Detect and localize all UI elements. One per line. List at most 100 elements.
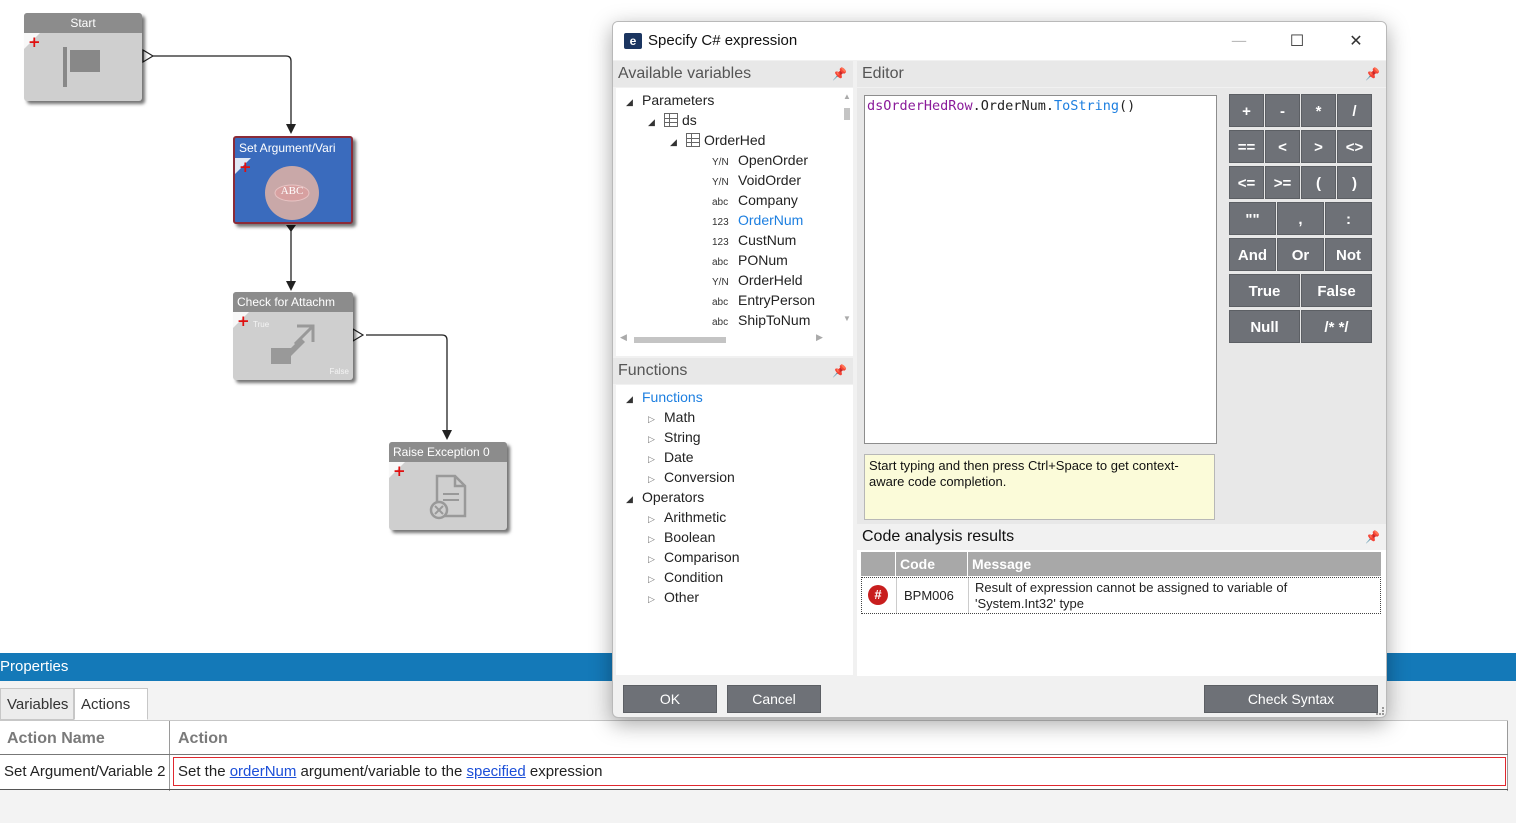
tree-item-comparison[interactable]: ▷Comparison	[648, 547, 739, 567]
column-header-message[interactable]: Message	[972, 556, 1032, 572]
key-not[interactable]: Not	[1325, 238, 1372, 271]
pin-icon[interactable]: 📌	[1365, 530, 1380, 544]
key-open-paren[interactable]: (	[1301, 166, 1336, 199]
scroll-left-icon[interactable]: ◀	[620, 332, 627, 342]
tree-item-conversion[interactable]: ▷Conversion	[648, 467, 735, 487]
minimize-icon[interactable]: —	[1231, 31, 1247, 50]
key-multiply[interactable]: *	[1301, 94, 1336, 127]
pin-icon[interactable]: 📌	[832, 67, 847, 81]
check-syntax-button[interactable]: Check Syntax	[1204, 685, 1378, 713]
code-analysis-title: Code analysis results	[862, 528, 1015, 545]
tree-item-ds[interactable]: ◢ds	[648, 110, 697, 130]
ok-button[interactable]: OK	[623, 685, 717, 713]
specified-link[interactable]: specified	[466, 763, 526, 780]
tree-item-condition[interactable]: ▷Condition	[648, 567, 723, 587]
action-cell[interactable]: Set the orderNum argument/variable to th…	[173, 757, 1506, 786]
ordernum-link[interactable]: orderNum	[229, 763, 297, 780]
collapse-arrow-icon[interactable]: ▷	[648, 594, 655, 604]
expand-arrow-icon[interactable]: ◢	[626, 394, 633, 404]
maximize-icon[interactable]: ☐	[1289, 31, 1305, 50]
key-close-paren[interactable]: )	[1337, 166, 1372, 199]
key-true[interactable]: True	[1229, 274, 1300, 307]
key-null[interactable]: Null	[1229, 310, 1300, 343]
expand-arrow-icon[interactable]: ◢	[626, 494, 633, 504]
tree-item-operators[interactable]: ◢Operators	[626, 487, 704, 507]
expression-editor[interactable]: dsOrderHedRow.OrderNum.ToString()	[864, 95, 1217, 444]
vertical-scrollbar[interactable]: ▲ ▼	[841, 88, 853, 326]
key-and[interactable]: And	[1229, 238, 1276, 271]
scroll-thumb[interactable]	[844, 108, 850, 120]
key-equals[interactable]: ==	[1229, 130, 1264, 163]
action-name-cell[interactable]: Set Argument/Variable 2	[4, 763, 166, 780]
tree-item-other[interactable]: ▷Other	[648, 587, 699, 607]
expand-arrow-icon[interactable]: ◢	[670, 137, 677, 147]
scroll-down-icon[interactable]: ▼	[843, 314, 851, 323]
tree-item-string[interactable]: ▷String	[648, 427, 701, 447]
tree-item-orderhed[interactable]: ◢OrderHed	[670, 130, 765, 150]
node-start[interactable]: Start +	[24, 13, 142, 101]
key-less-equal[interactable]: <=	[1229, 166, 1264, 199]
collapse-arrow-icon[interactable]: ▷	[648, 414, 655, 424]
collapse-arrow-icon[interactable]: ▷	[648, 574, 655, 584]
scroll-thumb[interactable]	[634, 337, 726, 343]
column-header-action-name[interactable]: Action Name	[7, 730, 105, 747]
key-comment[interactable]: /* */	[1301, 310, 1372, 343]
collapse-arrow-icon[interactable]: ▷	[648, 514, 655, 524]
node-raise-exception[interactable]: Raise Exception 0 +	[389, 442, 507, 530]
add-icon[interactable]: +	[28, 33, 41, 51]
add-icon[interactable]: +	[393, 462, 406, 480]
key-greater-equal[interactable]: >=	[1265, 166, 1300, 199]
column-header-action[interactable]: Action	[178, 730, 228, 747]
tree-item-functions[interactable]: ◢Functions	[626, 387, 703, 407]
collapse-arrow-icon[interactable]: ▷	[648, 474, 655, 484]
key-not-equal[interactable]: <>	[1337, 130, 1372, 163]
key-divide[interactable]: /	[1337, 94, 1372, 127]
cancel-button[interactable]: Cancel	[727, 685, 821, 713]
key-false[interactable]: False	[1301, 274, 1372, 307]
add-icon[interactable]: +	[237, 312, 250, 330]
collapse-arrow-icon[interactable]: ▷	[648, 434, 655, 444]
pin-icon[interactable]: 📌	[1365, 67, 1380, 81]
key-colon[interactable]: :	[1325, 202, 1372, 235]
tree-item-parameters[interactable]: ◢Parameters	[626, 90, 714, 110]
key-or[interactable]: Or	[1277, 238, 1324, 271]
tab-variables[interactable]: Variables	[0, 688, 74, 720]
node-set-argument[interactable]: Set Argument/Vari + ABC	[233, 136, 353, 224]
key-plus[interactable]: +	[1229, 94, 1264, 127]
tree-item-math[interactable]: ▷Math	[648, 407, 695, 427]
scroll-right-icon[interactable]: ▶	[816, 332, 823, 342]
key-greater-than[interactable]: >	[1301, 130, 1336, 163]
expand-arrow-icon[interactable]: ◢	[648, 117, 655, 127]
tab-actions[interactable]: Actions	[74, 688, 148, 720]
key-quotes[interactable]: ""	[1229, 202, 1276, 235]
key-minus[interactable]: -	[1265, 94, 1300, 127]
code-analysis-row[interactable]: # BPM006 Result of expression cannot be …	[861, 577, 1381, 614]
resize-grip-icon[interactable]	[1376, 707, 1384, 715]
scroll-up-icon[interactable]: ▲	[843, 92, 851, 101]
dialog-titlebar[interactable]: e Specify C# expression — ☐ ✕	[613, 22, 1386, 60]
tree-item-date[interactable]: ▷Date	[648, 447, 694, 467]
node-check-attachment[interactable]: Check for Attachm + True False	[233, 292, 353, 380]
add-icon[interactable]: +	[239, 158, 252, 176]
collapse-arrow-icon[interactable]: ▷	[648, 554, 655, 564]
tree-item-boolean[interactable]: ▷Boolean	[648, 527, 715, 547]
tree-item-arithmetic[interactable]: ▷Arithmetic	[648, 507, 726, 527]
expand-arrow-icon[interactable]: ◢	[626, 97, 633, 107]
pin-icon[interactable]: 📌	[832, 364, 847, 378]
collapse-arrow-icon[interactable]: ▷	[648, 454, 655, 464]
horizontal-scrollbar[interactable]: ◀ ▶	[616, 332, 841, 346]
collapse-arrow-icon[interactable]: ▷	[648, 534, 655, 544]
key-comma[interactable]: ,	[1277, 202, 1324, 235]
column-header-code[interactable]: Code	[900, 556, 935, 572]
close-icon[interactable]: ✕	[1349, 31, 1363, 50]
key-less-than[interactable]: <	[1265, 130, 1300, 163]
